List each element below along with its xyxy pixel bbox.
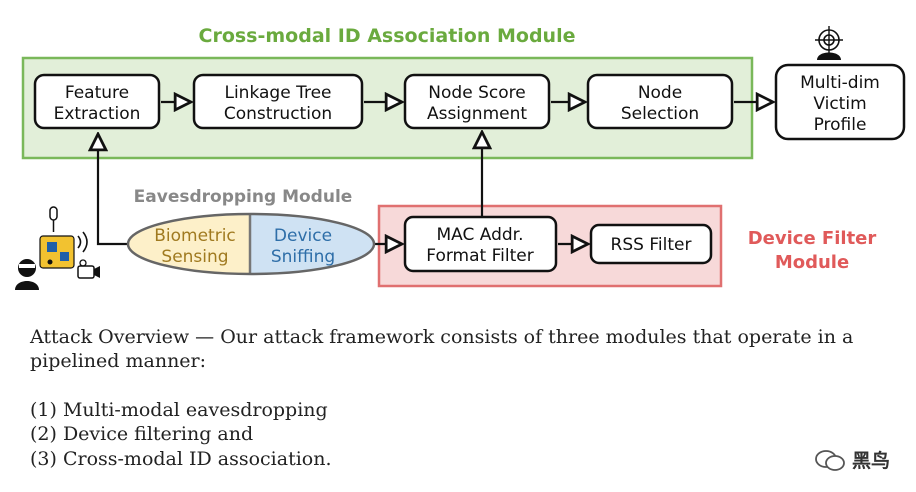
mac-filter-label-2: Format Filter: [426, 246, 533, 266]
eavesdropping-module-title: Eavesdropping Module: [134, 187, 353, 207]
attack-diagram: Cross-modal ID Association Module Eavesd…: [15, 25, 906, 290]
device-filter-module-title-2: Module: [775, 252, 849, 273]
crossmodal-module-title: Cross-modal ID Association Module: [199, 25, 576, 47]
caption-item-3: (3) Cross-modal ID association.: [30, 448, 332, 470]
linkage-tree-node: [192, 73, 364, 130]
caption-item-1: (1) Multi-modal eavesdropping: [30, 399, 328, 421]
node-selection-label-2: Selection: [621, 104, 699, 124]
caption-line-1: Attack Overview — Our attack framework c…: [30, 326, 854, 348]
watermark-text: 黑鸟: [851, 450, 890, 472]
mac-filter-label: MAC Addr.: [436, 225, 523, 245]
feature-extraction-label-2: Extraction: [54, 104, 141, 124]
attacker-icon: [15, 259, 39, 290]
victim-profile-label-2: Victim: [813, 94, 866, 114]
device-sniffing-label-2: Sniffing: [271, 247, 335, 267]
biometric-sensing-label-2: Sensing: [161, 247, 228, 267]
feature-extraction-node: [33, 73, 161, 130]
caption-item-2: (2) Device filtering and: [30, 423, 254, 445]
linkage-tree-label-2: Construction: [224, 104, 332, 124]
node-selection-label: Node: [638, 83, 682, 103]
feature-extraction-label: Feature: [65, 83, 129, 103]
biometric-sensing-label: Biometric: [154, 226, 236, 246]
victim-profile-label-3: Profile: [814, 115, 867, 135]
watermark: 黑鸟: [814, 446, 890, 473]
victim-profile-node: [774, 63, 906, 141]
wifi-signal-icon: [77, 231, 88, 253]
node-score-label-2: Assignment: [427, 104, 527, 124]
mac-filter-node: [403, 215, 558, 273]
caption-line-2: pipelined manner:: [30, 350, 207, 372]
wechat-icon: [815, 449, 845, 471]
eavesdropping-ellipse: [126, 212, 376, 276]
device-filter-module-title: Device Filter: [748, 228, 877, 249]
rss-filter-label: RSS Filter: [611, 235, 692, 255]
node-score-node: [403, 73, 551, 130]
node-selection-node: [586, 73, 734, 130]
microphone-icon: [49, 206, 58, 232]
rss-filter-node: [589, 223, 713, 265]
arrow-eavesdrop-to-feature: [98, 134, 128, 246]
linkage-tree-label: Linkage Tree: [224, 83, 331, 103]
node-score-label: Node Score: [428, 83, 525, 103]
victim-profile-label: Multi-dim: [800, 73, 880, 93]
camera-icon: [77, 259, 100, 279]
sensor-board-icon: [39, 235, 75, 269]
victim-target-icon: [815, 26, 843, 60]
device-sniffing-label: Device: [274, 226, 332, 246]
